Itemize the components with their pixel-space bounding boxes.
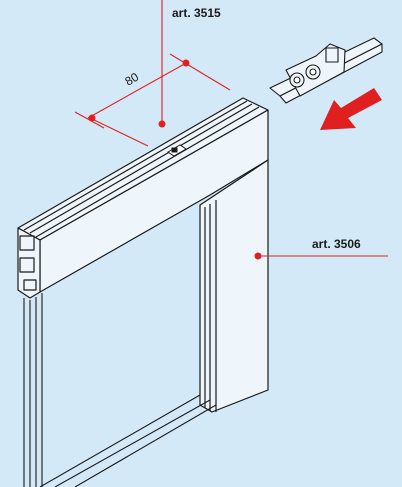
roller-hub-2 [309,68,317,76]
profile-chamber-1 [19,235,35,251]
leader-art-3506 [254,252,388,260]
casing-face [199,159,269,413]
dimension-line [87,61,189,119]
dimension-80 [74,53,231,147]
label-art-3506: art. 3506 [312,237,361,251]
side-casing [199,159,269,413]
direction-arrow-icon [320,88,382,130]
dimension-tick-right [169,53,231,91]
track-groove-2 [29,103,253,234]
track-profile [17,97,269,299]
track-groove-3 [35,106,260,238]
track-groove-1 [23,100,248,231]
dimension-dot-right [182,59,190,67]
leader-art-3515 [158,0,166,128]
profile-chamber-2 [19,257,35,273]
profile-section [17,227,41,299]
roller-hub-1 [293,76,301,84]
dimension-label: 80 [123,70,142,89]
roller-carriage-icon [269,37,383,104]
profile-chamber-3 [23,279,37,291]
track-clip [167,144,187,157]
wall-lines [23,293,217,487]
label-art-3515: art. 3515 [172,6,221,20]
carriage-bracket [325,47,339,63]
dimension-extension-left [89,117,149,147]
dimension-dot-left [88,114,96,122]
